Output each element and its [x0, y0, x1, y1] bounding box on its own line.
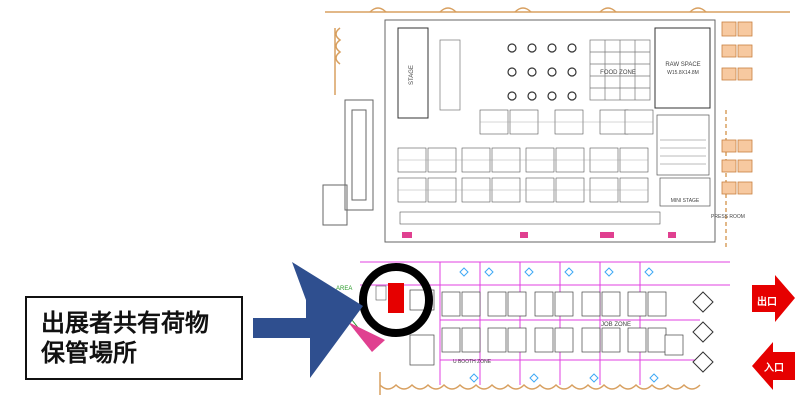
upper-accents	[402, 232, 676, 238]
storage-block	[388, 283, 404, 313]
svg-text:RAW SPACE: RAW SPACE	[665, 62, 700, 68]
entry-arrow-icon	[752, 342, 795, 390]
exit-arrow-icon	[752, 275, 795, 322]
upper-booth-dividers	[398, 121, 653, 191]
svg-text:FOOD ZONE: FOOD ZONE	[600, 70, 636, 76]
exit-label: 出口	[757, 297, 777, 308]
highlight-circle	[359, 263, 433, 337]
mini-stage: MINI STAGE PRESS ROOM	[656, 114, 745, 220]
raw-space: RAW SPACE W15.8X14.8M	[654, 27, 711, 109]
upper-booth-grid	[397, 109, 661, 225]
outer-walls	[325, 7, 790, 395]
svg-text:W15.8X14.8M: W15.8X14.8M	[667, 70, 699, 76]
svg-text:MINI STAGE: MINI STAGE	[671, 198, 700, 204]
entry-label: 入口	[764, 363, 784, 374]
pink-area-shape	[348, 322, 385, 352]
lower-booth-grid	[409, 289, 684, 366]
food-zone-tables	[507, 43, 577, 101]
stage-area: STAGE	[397, 27, 461, 119]
callout-line-1: 出展者共有荷物	[41, 309, 209, 337]
svg-text:PRESS ROOM: PRESS ROOM	[711, 214, 745, 220]
callout-line-2: 保管場所	[41, 339, 137, 367]
large-diamonds	[692, 291, 714, 373]
food-zone-booths	[589, 39, 651, 101]
upper-hall	[322, 19, 716, 243]
svg-text:JOB ZONE: JOB ZONE	[601, 322, 631, 328]
callout-arrow-icon	[253, 262, 363, 378]
diamond-markers	[459, 267, 659, 383]
storage-side-box	[375, 285, 387, 301]
storage-callout-box: 出展者共有荷物 保管場所	[25, 296, 243, 380]
svg-text:AREA: AREA	[336, 286, 352, 292]
svg-text:U BOOTH ZONE: U BOOTH ZONE	[453, 359, 492, 365]
right-rooms	[721, 21, 753, 195]
svg-text:STAGE: STAGE	[409, 65, 415, 85]
